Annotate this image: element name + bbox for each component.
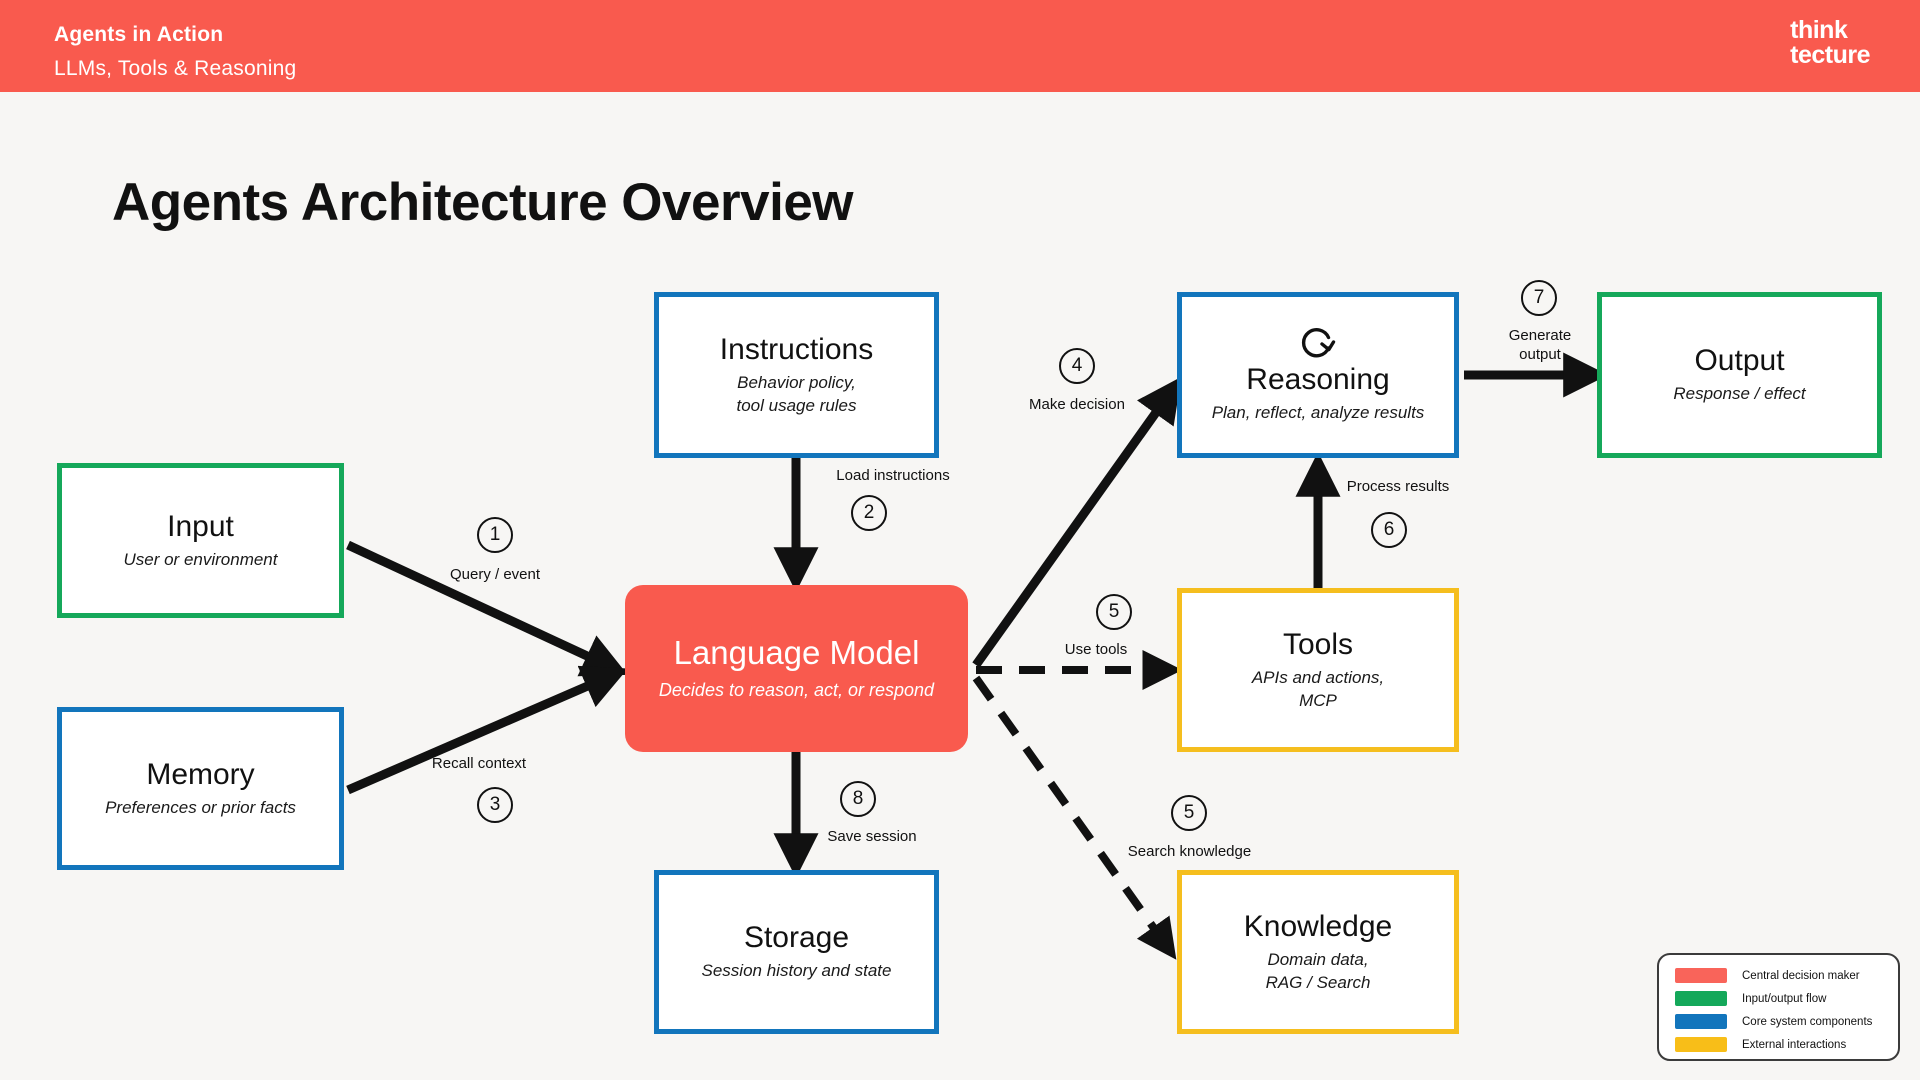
slide-header: Agents in Action LLMs, Tools & Reasoning… [0, 0, 1920, 92]
node-knowledge-title: Knowledge [1243, 909, 1393, 943]
step-badge-5-tools[interactable]: 5 [1096, 594, 1132, 630]
node-tools-subtitle: APIs and actions, MCP [1252, 667, 1384, 713]
legend-item-input-output-flow: Input/output flow [1659, 987, 1898, 1010]
step-badge-4[interactable]: 4 [1059, 348, 1095, 384]
legend-label-central-decision-maker: Central decision maker [1742, 969, 1860, 982]
node-input-subtitle: User or environment [123, 549, 278, 569]
legend-swatch-yellow [1675, 1037, 1727, 1052]
node-instructions[interactable]: Instructions Behavior policy, tool usage… [654, 292, 939, 458]
legend-item-external-interactions: External interactions [1659, 1033, 1898, 1056]
logo-line-tecture: tecture [1790, 41, 1870, 69]
arrow-memory-to-llm [346, 665, 628, 795]
node-instructions-title: Instructions [719, 332, 874, 366]
node-knowledge[interactable]: Knowledge Domain data, RAG / Search [1177, 870, 1459, 1034]
node-language-model-title: Language Model [673, 634, 920, 672]
node-input[interactable]: Input User or environment [57, 463, 344, 618]
node-knowledge-subtitle-line1: Domain data, [1267, 949, 1369, 969]
node-knowledge-subtitle: Domain data, RAG / Search [1266, 949, 1371, 995]
legend-swatch-blue [1675, 1014, 1727, 1029]
node-tools-subtitle-line1: APIs and actions, [1251, 667, 1385, 687]
legend-label-input-output-flow: Input/output flow [1742, 992, 1827, 1005]
step-badge-3[interactable]: 3 [477, 787, 513, 823]
node-tools-title: Tools [1282, 627, 1354, 661]
node-memory-subtitle: Preferences or prior facts [105, 797, 296, 817]
step-badge-7[interactable]: 7 [1521, 280, 1557, 316]
edge-label-7: Generate output [1508, 327, 1572, 363]
legend: Central decision maker Input/output flow… [1657, 953, 1900, 1061]
node-tools-subtitle-line2: MCP [1299, 690, 1337, 710]
step-badge-5-knowledge[interactable]: 5 [1171, 795, 1207, 831]
node-reasoning[interactable]: Reasoning Plan, reflect, analyze results [1177, 292, 1459, 458]
node-language-model[interactable]: Language Model Decides to reason, act, o… [625, 585, 968, 752]
arrow-llm-to-reasoning [972, 376, 1182, 668]
edge-label-6: Process results [1346, 478, 1450, 495]
edge-label-5-tools: Use tools [1064, 641, 1128, 658]
step-badge-8[interactable]: 8 [840, 781, 876, 817]
legend-item-central-decision-maker: Central decision maker [1659, 964, 1898, 987]
step-badge-1[interactable]: 1 [477, 517, 513, 553]
node-reasoning-title: Reasoning [1246, 363, 1390, 397]
legend-swatch-red [1675, 968, 1727, 983]
edge-label-1: Query / event [449, 566, 541, 583]
edge-label-3: Recall context [431, 755, 527, 772]
logo-line-think: think [1790, 16, 1848, 44]
edge-label-4: Make decision [1029, 396, 1125, 413]
node-memory[interactable]: Memory Preferences or prior facts [57, 707, 344, 870]
node-reasoning-subtitle: Plan, reflect, analyze results [1211, 403, 1425, 423]
step-badge-6[interactable]: 6 [1371, 512, 1407, 548]
node-knowledge-subtitle-line2: RAG / Search [1265, 972, 1371, 992]
edge-label-2: Load instructions [836, 467, 950, 484]
legend-item-core-system-components: Core system components [1659, 1010, 1898, 1033]
node-storage-title: Storage [743, 921, 850, 955]
header-subtitle: LLMs, Tools & Reasoning [54, 57, 297, 80]
arrow-llm-to-knowledge [972, 675, 1177, 960]
node-instructions-subtitle: Behavior policy, tool usage rules [736, 372, 856, 418]
legend-swatch-green [1675, 991, 1727, 1006]
legend-label-core-system-components: Core system components [1742, 1015, 1873, 1028]
arrow-input-to-llm [346, 540, 628, 677]
node-storage[interactable]: Storage Session history and state [654, 870, 939, 1034]
thinktecture-logo: think tecture [1790, 18, 1870, 68]
node-output-subtitle: Response / effect [1673, 384, 1806, 404]
edge-label-5-knowledge: Search knowledge [1127, 843, 1252, 860]
node-instructions-subtitle-line1: Behavior policy, [737, 372, 856, 392]
header-title: Agents in Action [54, 23, 224, 46]
node-instructions-subtitle-line2: tool usage rules [736, 395, 857, 415]
node-input-title: Input [167, 509, 234, 543]
node-storage-subtitle: Session history and state [701, 961, 892, 981]
page-title: Agents Architecture Overview [112, 173, 854, 232]
loop-icon [1298, 325, 1338, 361]
node-output-title: Output [1694, 344, 1785, 378]
legend-label-external-interactions: External interactions [1742, 1038, 1847, 1051]
node-output[interactable]: Output Response / effect [1597, 292, 1882, 458]
node-language-model-subtitle: Decides to reason, act, or respond [658, 679, 935, 700]
node-memory-title: Memory [146, 757, 255, 791]
edge-label-8: Save session [827, 828, 917, 845]
node-tools[interactable]: Tools APIs and actions, MCP [1177, 588, 1459, 752]
step-badge-2[interactable]: 2 [851, 495, 887, 531]
